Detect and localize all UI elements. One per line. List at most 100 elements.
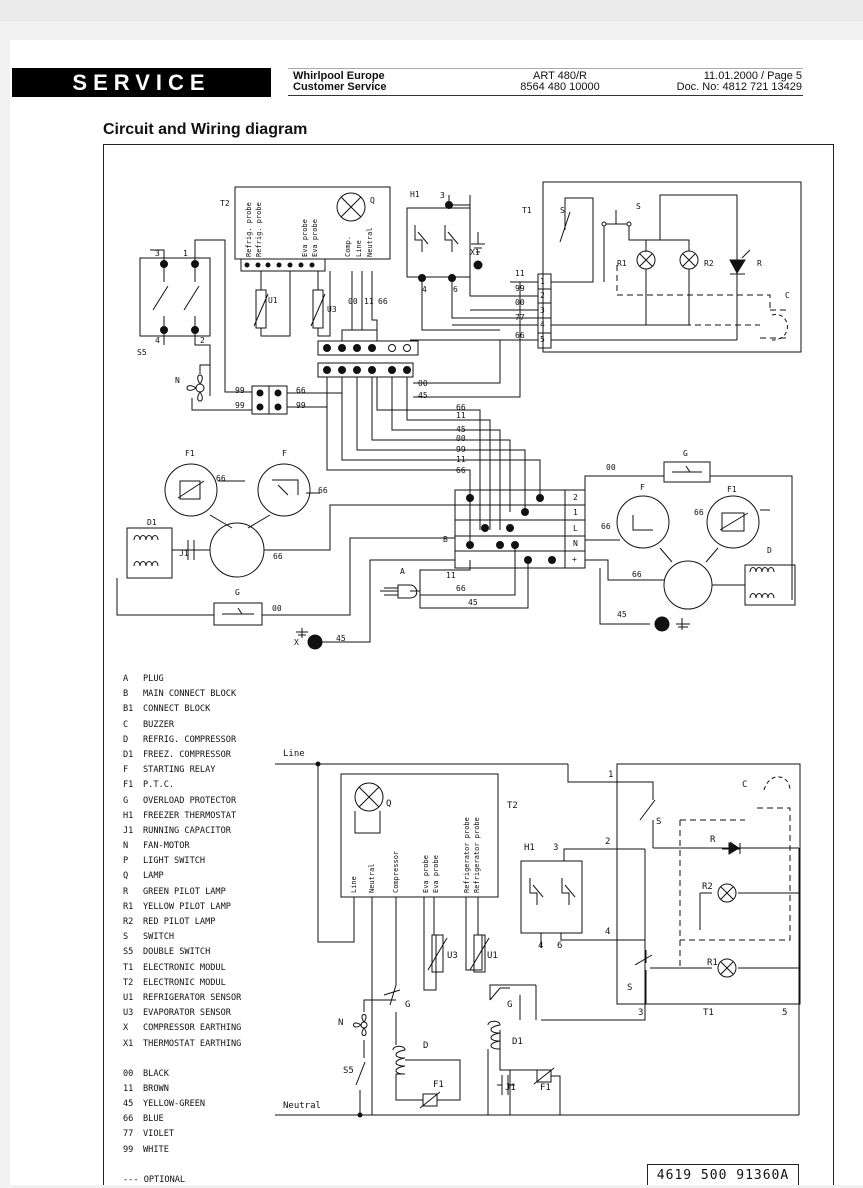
wire-label: BLACK	[143, 1068, 169, 1079]
legend-code: T2	[123, 977, 134, 988]
label-q: Q	[370, 196, 375, 205]
bus-66: 66	[456, 403, 466, 412]
term-ref2: Refrigerator probe	[473, 817, 481, 893]
viewer-top-bar	[0, 0, 863, 21]
h1-3: 3	[440, 191, 445, 200]
wire-label: BROWN	[143, 1083, 169, 1094]
legend-code: J1	[123, 825, 134, 836]
label-g-left: G	[235, 588, 240, 597]
legend-label: P.T.C.	[143, 780, 175, 791]
relay-f-right	[616, 495, 670, 549]
legend-code: Q	[123, 871, 129, 882]
label-a: A	[400, 567, 405, 576]
c-d: D	[423, 1041, 428, 1051]
legend-item: Q LAMP	[123, 869, 241, 884]
header-rule	[288, 95, 803, 96]
label-s5: S5	[137, 348, 147, 357]
term-00: 00	[348, 297, 358, 306]
legend-label: CONNECT BLOCK	[143, 704, 211, 715]
c-u1: U1	[487, 951, 498, 961]
label-45-block: 45	[418, 391, 428, 400]
legend-code: C	[123, 719, 129, 730]
legend-label: DOUBLE SWITCH	[143, 947, 211, 958]
wire-item: 77 VIOLET	[123, 1127, 241, 1142]
legend-code: R1	[123, 901, 134, 912]
b-2: 2	[573, 493, 578, 502]
legend-label: ELECTRONIC MODUL	[143, 977, 226, 988]
c-s2: S	[627, 983, 632, 993]
legend-item: B MAIN CONNECT BLOCK	[123, 687, 241, 702]
t2-refrig1: Refrig. probe	[245, 202, 253, 257]
s5-1: 1	[183, 249, 188, 258]
c-electronic-module-t1	[616, 763, 801, 1005]
wire-code: 45	[123, 1099, 134, 1110]
s5-4: 4	[155, 336, 160, 345]
wire-label: BLUE	[143, 1114, 164, 1125]
label-u3: U3	[327, 305, 337, 314]
label-45-l: 45	[336, 634, 346, 643]
legend-label: THERMOSTAT EARTHING	[143, 1038, 242, 1049]
t2-neutral: Neutral	[366, 227, 374, 257]
c-t2: T2	[507, 801, 518, 811]
label-r1: R1	[617, 259, 627, 268]
t2-comp: Comp.	[344, 236, 352, 257]
c-n5: 5	[782, 1008, 787, 1018]
label-r2: R2	[704, 259, 714, 268]
legend-label: RED PILOT LAMP	[143, 917, 216, 927]
h1-6: 6	[453, 285, 458, 294]
c-n2: 2	[605, 837, 610, 847]
legend-code: X1	[123, 1038, 134, 1049]
c-q: Q	[386, 799, 391, 809]
label-j1: J1	[179, 549, 189, 558]
label-x1: X1	[470, 248, 480, 257]
relay-f-left	[257, 463, 311, 517]
c-n1: 1	[608, 770, 613, 780]
wire-label: VIOLET	[143, 1129, 175, 1140]
c-t1: T1	[703, 1008, 714, 1018]
t2-eva2: Eva probe	[311, 219, 319, 257]
legend-code: D1	[123, 749, 134, 760]
c-f1a: F1	[433, 1080, 444, 1090]
doc-number: Doc. No: 4812 721 13429	[676, 81, 802, 93]
label-s-top: S	[560, 206, 565, 215]
term-neutral: Neutral	[368, 863, 376, 893]
s5-3: 3	[155, 249, 160, 258]
legend-label: FREEZER THERMOSTAT	[143, 810, 237, 821]
c-n3b: 3	[638, 1008, 643, 1018]
page-title: Circuit and Wiring diagram	[103, 121, 308, 138]
label-66-fr: 66	[601, 522, 611, 531]
term-compressor: Compressor	[392, 851, 400, 893]
legend-code: U3	[123, 1008, 134, 1019]
part-number: 4619 500 91360A	[647, 1164, 799, 1185]
wire-label: YELLOW-GREEN	[143, 1099, 206, 1110]
wire-code: 00	[123, 1068, 134, 1079]
connect-block-b1	[317, 340, 419, 356]
main-connect-block-b	[454, 489, 586, 569]
label-00-gl: 00	[272, 604, 282, 613]
legend-code: R2	[123, 917, 134, 927]
legend-code: F1	[123, 780, 134, 791]
legend-label: LAMP	[143, 871, 164, 882]
legend-label: MAIN CONNECT BLOCK	[143, 689, 237, 700]
header-rule-top	[288, 68, 803, 69]
c-g2: G	[507, 1000, 512, 1010]
freez-compressor-d1	[126, 527, 173, 579]
wire-code: 77	[123, 1129, 134, 1140]
label-99-c: 99	[296, 401, 306, 410]
legend-code: B	[123, 689, 129, 700]
label-g-right: G	[683, 449, 688, 458]
c-s5: S5	[343, 1066, 354, 1076]
legend-label: STARTING RELAY	[143, 765, 216, 776]
ptc-f1-right	[706, 495, 760, 549]
